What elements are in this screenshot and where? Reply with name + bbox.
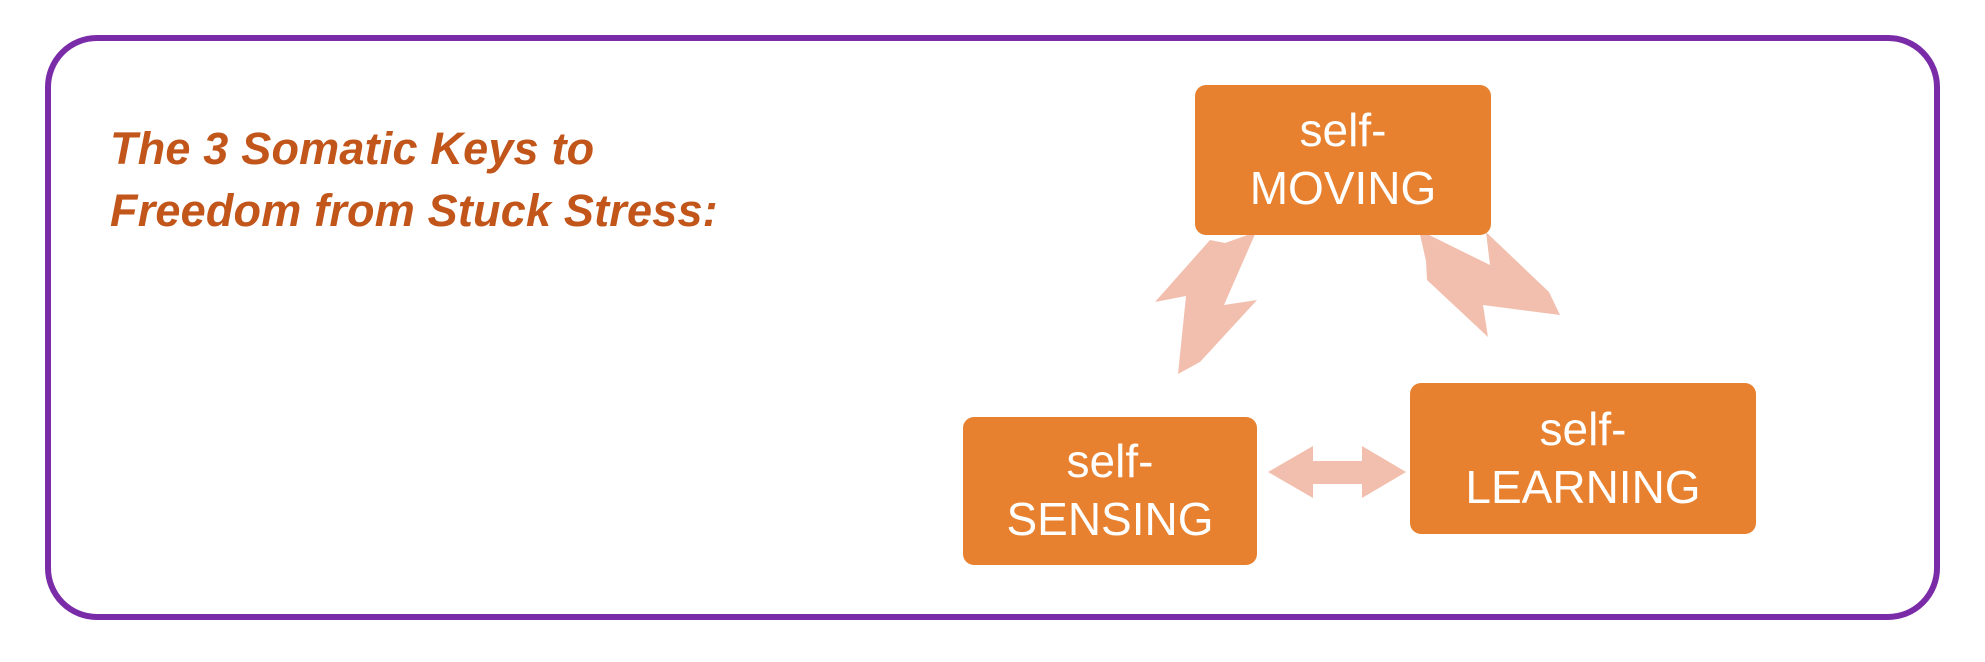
diagram-node-self-learning[interactable]: self- LEARNING: [1410, 383, 1756, 534]
rounded-purple-frame: [45, 35, 1940, 620]
diagram-node-self-moving[interactable]: self- MOVING: [1195, 85, 1491, 235]
diagram-node-self-sensing[interactable]: self- SENSING: [963, 417, 1257, 565]
page-title: The 3 Somatic Keys to Freedom from Stuck…: [110, 123, 718, 236]
